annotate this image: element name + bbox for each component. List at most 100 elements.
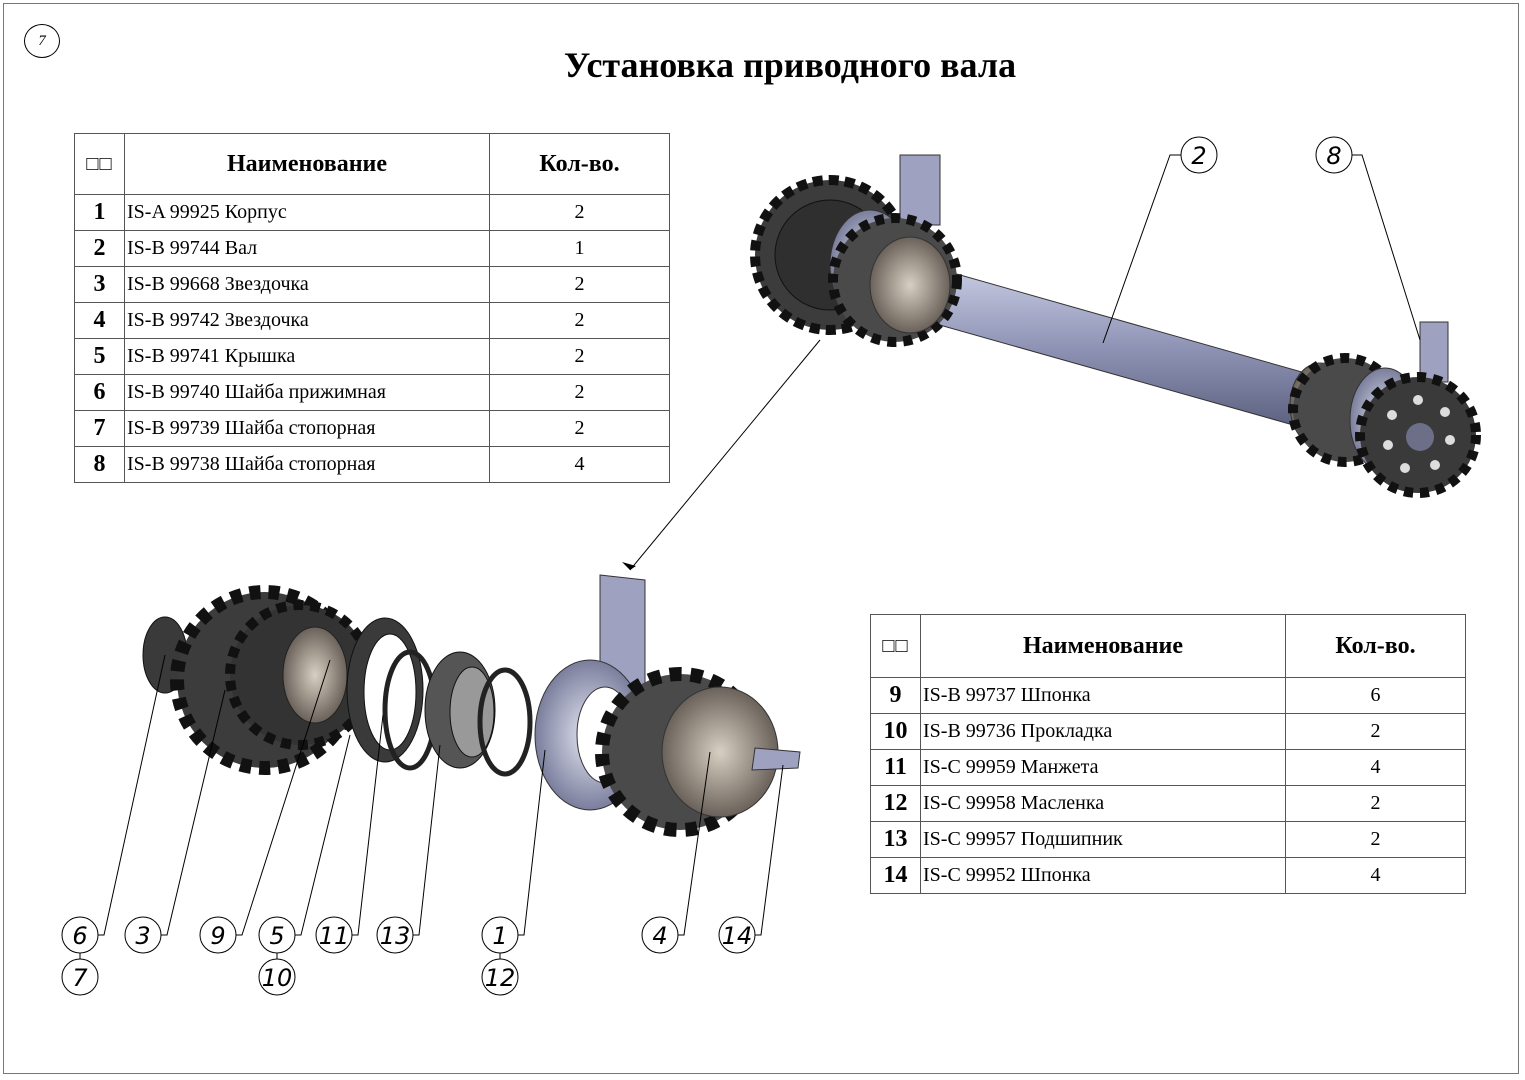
balloon-14: 14 (718, 916, 756, 954)
part-quantity: 2 (1285, 821, 1466, 858)
svg-text:4: 4 (652, 922, 667, 950)
svg-text:11: 11 (319, 922, 350, 950)
shaft (914, 264, 1331, 433)
balloon-8: 8 (1315, 136, 1353, 174)
balloon-10: 10 (258, 958, 296, 996)
part-quantity: 2 (489, 302, 670, 339)
svg-text:12: 12 (485, 964, 516, 992)
part-quantity: 1 (489, 230, 670, 267)
part-name: IS-B 99739 Шайба стопорная (124, 410, 490, 447)
part-name: IS-C 99959 Манжета (920, 749, 1286, 786)
part-position: 4 (74, 302, 125, 339)
svg-text:1: 1 (492, 922, 507, 950)
svg-text:9: 9 (210, 922, 225, 950)
part-quantity: 2 (1285, 713, 1466, 750)
svg-text:8: 8 (1326, 142, 1341, 170)
part-quantity: 4 (1285, 749, 1466, 786)
part-name: IS-B 99737 Шпонка (920, 677, 1286, 714)
part-position: 13 (870, 821, 921, 858)
part-quantity: 2 (489, 194, 670, 231)
balloon-5: 5 (258, 916, 296, 954)
part-quantity: 4 (1285, 857, 1466, 894)
svg-text:14: 14 (722, 922, 753, 950)
part-quantity: 4 (489, 446, 670, 483)
shaft-assembly (750, 154, 1481, 498)
part-quantity: 2 (1285, 785, 1466, 822)
part-position: 12 (870, 785, 921, 822)
header-qty: Кол-во. (489, 133, 670, 195)
header-name: Наименование (920, 614, 1286, 678)
balloon-9: 9 (199, 916, 237, 954)
svg-text:10: 10 (262, 964, 293, 992)
balloon-2: 2 (1180, 136, 1218, 174)
part-position: 3 (74, 266, 125, 303)
svg-text:2: 2 (1191, 142, 1206, 170)
part-name: IS-B 99744 Вал (124, 230, 490, 267)
svg-text:5: 5 (269, 922, 284, 950)
part-name: IS-C 99952 Шпонка (920, 857, 1286, 894)
part-quantity: 6 (1285, 677, 1466, 714)
balloon-7: 7 (61, 958, 99, 996)
header-qty: Кол-во. (1285, 614, 1466, 678)
part-position: 11 (870, 749, 921, 786)
part-key-14 (751, 747, 801, 771)
balloon-3: 3 (124, 916, 162, 954)
housing-top-left (899, 154, 941, 226)
part-name: IS-A 99925 Корпус (124, 194, 490, 231)
svg-text:7: 7 (72, 964, 88, 992)
balloon-13: 13 (376, 916, 414, 954)
svg-text:13: 13 (380, 922, 411, 950)
balloon-12: 12 (481, 958, 519, 996)
part-name: IS-B 99668 Звездочка (124, 266, 490, 303)
part-seal-2 (477, 667, 533, 777)
part-position: 10 (870, 713, 921, 750)
part-name: IS-B 99741 Крышка (124, 338, 490, 375)
header-pos: □□ (74, 133, 125, 195)
balloon-1: 1 (481, 916, 519, 954)
drawing-frame (3, 3, 1519, 1074)
part-quantity: 2 (489, 338, 670, 375)
part-quantity: 2 (489, 410, 670, 447)
part-position: 7 (74, 410, 125, 447)
svg-text:6: 6 (72, 922, 87, 950)
leader-lines (79, 154, 1421, 959)
part-quantity: 2 (489, 266, 670, 303)
part-position: 2 (74, 230, 125, 267)
balloon-6: 6 (61, 916, 99, 954)
part-name: IS-C 99958 Масленка (920, 785, 1286, 822)
part-name: IS-C 99957 Подшипник (920, 821, 1286, 858)
header-name: Наименование (124, 133, 490, 195)
part-position: 14 (870, 857, 921, 894)
hub-left (869, 236, 951, 334)
svg-text:3: 3 (135, 922, 150, 950)
header-pos: □□ (870, 614, 921, 678)
part-position: 1 (74, 194, 125, 231)
part-name: IS-B 99738 Шайба стопорная (124, 446, 490, 483)
balloon-4: 4 (641, 916, 679, 954)
part-name: IS-B 99736 Прокладка (920, 713, 1286, 750)
part-name: IS-B 99740 Шайба прижимная (124, 374, 490, 411)
housing-top-right (1419, 321, 1449, 383)
part-quantity: 2 (489, 374, 670, 411)
part-position: 8 (74, 446, 125, 483)
part-position: 5 (74, 338, 125, 375)
sheet-number: 7 (24, 24, 60, 58)
page-title: Установка приводного вала (563, 45, 1017, 85)
